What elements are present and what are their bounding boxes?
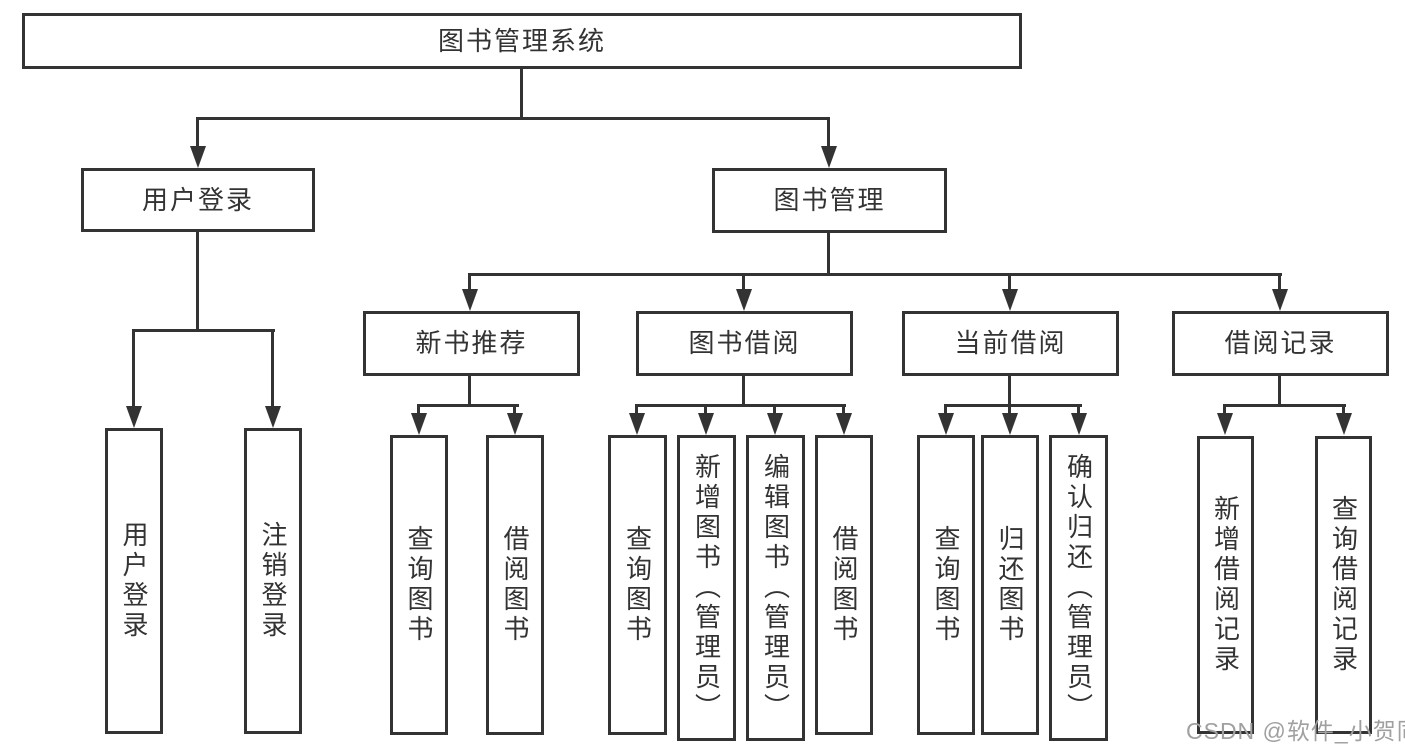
leaf-borrow-books-recommend: 借阅图书	[486, 435, 544, 735]
arrow-down-icon	[265, 406, 281, 428]
arrow-down-icon	[821, 146, 837, 168]
connector-stub	[1008, 404, 1011, 415]
connector-user-login-drop	[196, 232, 199, 331]
node-book-management: 图书管理	[712, 168, 947, 233]
connector-book-borrow-spine	[635, 404, 846, 407]
arrow-down-icon	[736, 289, 752, 311]
leaf-query-borrow-record: 查询借阅记录	[1315, 436, 1372, 734]
connector-root-drop	[520, 69, 523, 120]
leaf-edit-books-admin: 编辑图书（管理员）	[746, 435, 805, 741]
arrow-down-icon	[1336, 413, 1352, 435]
leaf-user-login: 用户登录	[105, 428, 163, 734]
connector-book-borrow-drop	[742, 376, 745, 407]
connector-book-management-drop	[827, 232, 830, 276]
connector-new-book-drop	[468, 376, 471, 407]
connector-stub-leaf-user-login	[132, 329, 135, 406]
arrow-down-icon	[462, 289, 478, 311]
connector-new-book-spine	[417, 404, 519, 407]
leaf-query-books-current: 查询图书	[917, 435, 975, 735]
arrow-down-icon	[767, 413, 783, 435]
node-user-login: 用户登录	[81, 168, 315, 232]
leaf-confirm-return-admin: 确认归还（管理员）	[1049, 435, 1108, 741]
connector-stub	[513, 404, 516, 415]
leaf-add-borrow-record: 新增借阅记录	[1197, 436, 1254, 734]
leaf-query-books-borrowing: 查询图书	[608, 435, 667, 735]
arrow-down-icon	[1002, 289, 1018, 311]
connector-stub	[1342, 404, 1345, 415]
leaf-add-books-admin: 新增图书（管理员）	[677, 435, 736, 741]
connector-stub	[1077, 404, 1080, 415]
arrow-down-icon	[126, 406, 142, 428]
connector-stub	[417, 404, 420, 415]
node-current-borrowing: 当前借阅	[902, 311, 1119, 376]
arrow-down-icon	[836, 413, 852, 435]
connector-level3-spine	[468, 273, 1282, 276]
connector-stub	[842, 404, 845, 415]
arrow-down-icon	[190, 146, 206, 168]
connector-borrow-records-spine	[1223, 404, 1346, 407]
connector-stub	[1223, 404, 1226, 415]
connector-stub-leaf-logout	[271, 329, 274, 406]
connector-stub	[773, 404, 776, 415]
connector-stub	[704, 404, 707, 415]
connector-stub-user-login	[196, 117, 199, 149]
connector-stub-book-borrow	[742, 273, 745, 289]
connector-stub-new-book	[468, 273, 471, 289]
connector-stub	[635, 404, 638, 415]
arrow-down-icon	[507, 413, 523, 435]
arrow-down-icon	[698, 413, 714, 435]
connector-level1-spine	[196, 117, 830, 120]
arrow-down-icon	[629, 413, 645, 435]
node-borrow-records: 借阅记录	[1172, 311, 1389, 376]
leaf-return-books: 归还图书	[981, 435, 1039, 735]
connector-stub-current-borrow	[1008, 273, 1011, 289]
csdn-watermark: CSDN @软件_小贺同学	[1186, 718, 1405, 744]
node-book-borrowing: 图书借阅	[636, 311, 853, 376]
leaf-query-books-recommend: 查询图书	[390, 435, 448, 735]
arrow-down-icon	[1002, 413, 1018, 435]
connector-stub	[944, 404, 947, 415]
connector-stub-borrow-records	[1278, 273, 1281, 289]
connector-current-borrow-spine	[944, 404, 1082, 407]
node-library-management-system: 图书管理系统	[22, 13, 1022, 69]
node-new-book-recommend: 新书推荐	[363, 311, 580, 376]
leaf-logout: 注销登录	[244, 428, 302, 734]
connector-borrow-records-drop	[1278, 376, 1281, 407]
arrow-down-icon	[1272, 289, 1288, 311]
arrow-down-icon	[1071, 413, 1087, 435]
arrow-down-icon	[411, 413, 427, 435]
arrow-down-icon	[938, 413, 954, 435]
connector-user-login-spine	[132, 329, 275, 332]
arrow-down-icon	[1217, 413, 1233, 435]
leaf-borrow-books-borrowing: 借阅图书	[815, 435, 873, 735]
connector-current-borrow-drop	[1008, 376, 1011, 407]
connector-stub-book-management	[827, 117, 830, 149]
